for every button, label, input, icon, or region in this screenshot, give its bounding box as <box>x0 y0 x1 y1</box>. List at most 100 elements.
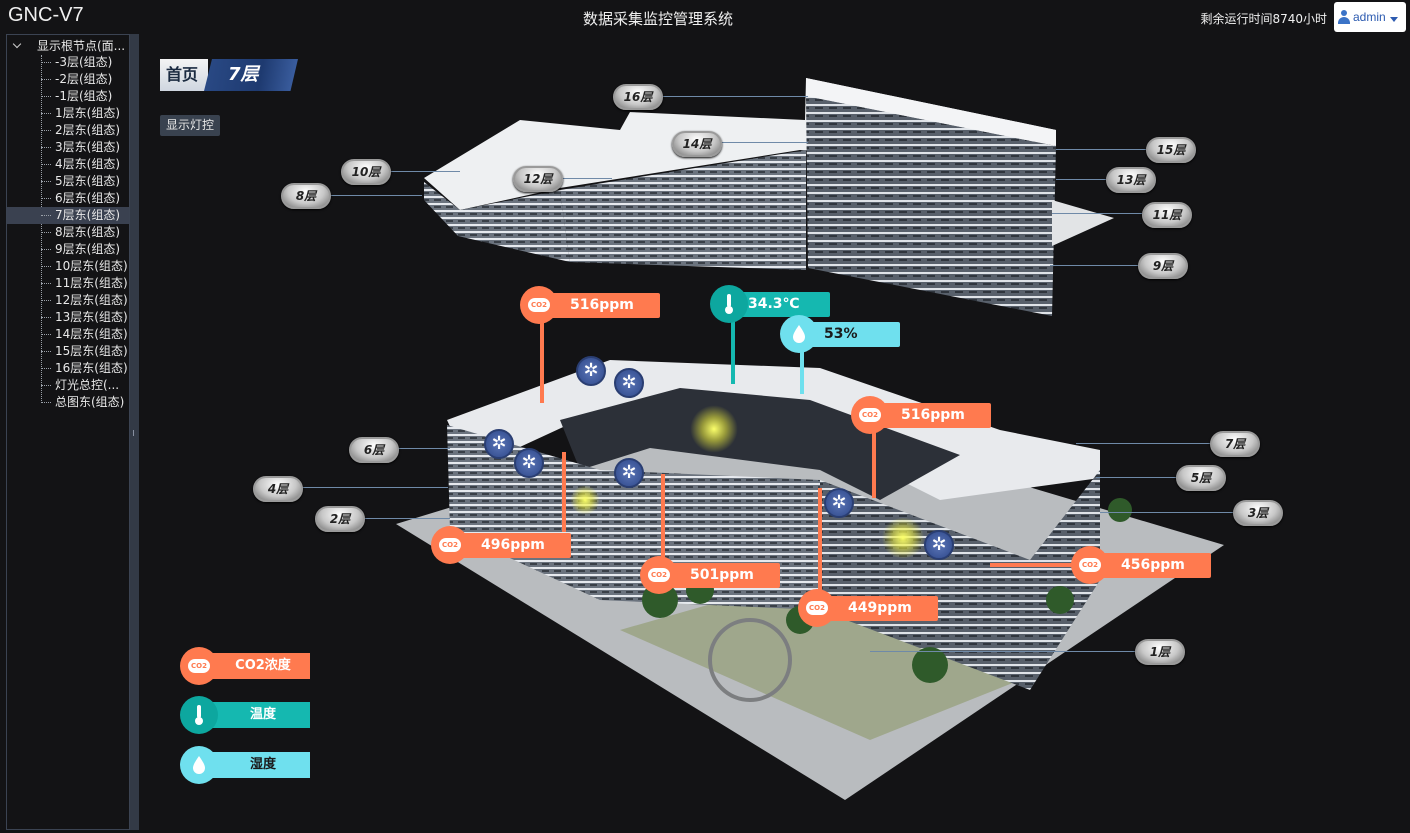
tree-item[interactable]: 4层东(组态) <box>7 156 129 173</box>
humidity-sensor-tag[interactable]: 53% <box>780 315 900 353</box>
sensor-stem <box>818 488 822 592</box>
floor-leader-line <box>390 171 460 172</box>
sensor-stem <box>872 428 876 498</box>
co2-icon: CO2 <box>851 396 889 434</box>
floor-badge-f8[interactable]: 8层 <box>281 183 331 209</box>
sensor-stem <box>800 346 804 394</box>
legend-humidity-label: 湿度 <box>249 757 276 772</box>
sidebar-splitter[interactable] <box>130 34 139 830</box>
floor-leader-line <box>660 96 808 97</box>
tree-item[interactable]: 10层东(组态) <box>7 258 129 275</box>
tree-item[interactable]: 16层东(组态) <box>7 360 129 377</box>
upper-wing <box>1052 200 1114 246</box>
sensor-stem <box>562 452 566 532</box>
tree-item[interactable]: 8层东(组态) <box>7 224 129 241</box>
tree-item[interactable]: -3层(组态) <box>7 54 129 71</box>
co2-sensor-tag[interactable]: CO2 449ppm <box>798 589 938 627</box>
user-menu-button[interactable]: admin <box>1334 2 1406 32</box>
lower-facade-right <box>820 480 1030 690</box>
fan-icon[interactable]: ✲ <box>824 488 854 518</box>
top-header: GNC-V7 数据采集监控管理系统 剩余运行时间8740小时 admin <box>0 0 1410 34</box>
co2-value: 449ppm <box>848 600 912 616</box>
fan-icon[interactable]: ✲ <box>514 448 544 478</box>
thermometer-icon <box>710 285 748 323</box>
tree-item[interactable]: 14层东(组态) <box>7 326 129 343</box>
co2-sensor-tag[interactable]: CO2 456ppm <box>1071 546 1211 584</box>
plaza-circle <box>708 618 792 702</box>
legend-co2-label: CO2浓度 <box>235 658 291 673</box>
tree-item[interactable]: 灯光总控(... <box>7 377 129 394</box>
tree-item[interactable]: 5层东(组态) <box>7 173 129 190</box>
tree-item[interactable]: 9层东(组态) <box>7 241 129 258</box>
app-title: GNC-V7 <box>8 4 84 26</box>
fan-icon[interactable]: ✲ <box>576 356 606 386</box>
tree-item[interactable]: 1层东(组态) <box>7 105 129 122</box>
courtyard <box>560 388 960 500</box>
floor-badge-f7[interactable]: 7层 <box>1210 431 1260 457</box>
lower-facade-east <box>1030 470 1100 690</box>
tree-list: -3层(组态)-2层(组态)-1层(组态)1层东(组态)2层东(组态)3层东(组… <box>7 54 129 411</box>
floor-badge-f4[interactable]: 4层 <box>253 476 303 502</box>
tree-item[interactable]: 12层东(组态) <box>7 292 129 309</box>
floor-badge-f12[interactable]: 12层 <box>513 166 563 192</box>
floor-leader-line <box>1076 443 1210 444</box>
light-indicator[interactable] <box>880 518 926 558</box>
tree-item[interactable]: 11层东(组态) <box>7 275 129 292</box>
user-name: admin <box>1353 10 1386 24</box>
tree-item[interactable]: 7层东(组态) <box>7 207 129 224</box>
floor-leader-line <box>1096 477 1176 478</box>
tree-item[interactable]: 6层东(组态) <box>7 190 129 207</box>
floor-badge-f5[interactable]: 5层 <box>1176 465 1226 491</box>
floor-badge-f3[interactable]: 3层 <box>1233 500 1283 526</box>
sensor-stem <box>990 563 1072 567</box>
floor-badge-f15[interactable]: 15层 <box>1146 137 1196 163</box>
floor-badge-f13[interactable]: 13层 <box>1106 167 1156 193</box>
chevron-down-icon <box>1389 16 1398 22</box>
show-light-control-button[interactable]: 显示灯控 <box>160 115 220 136</box>
floor-badge-f14[interactable]: 14层 <box>672 131 722 157</box>
tree-item[interactable]: 3层东(组态) <box>7 139 129 156</box>
temperature-sensor-tag[interactable]: 34.3℃ <box>710 285 830 323</box>
fan-icon[interactable]: ✲ <box>614 368 644 398</box>
floor-badge-f11[interactable]: 11层 <box>1142 202 1192 228</box>
tree-connector <box>41 55 42 403</box>
floor-leader-line <box>1050 265 1138 266</box>
co2-sensor-tag[interactable]: CO2 516ppm <box>851 396 991 434</box>
light-indicator[interactable] <box>570 485 600 515</box>
tree-item[interactable]: 总图东(组态) <box>7 394 129 411</box>
co2-sensor-tag[interactable]: CO2 501ppm <box>640 556 780 594</box>
tree-item[interactable]: -2层(组态) <box>7 71 129 88</box>
tree-root[interactable]: 显示根节点(面... <box>13 37 125 54</box>
breadcrumb-home[interactable]: 首页 <box>160 59 208 91</box>
co2-icon: CO2 <box>1071 546 1109 584</box>
floor-badge-f2[interactable]: 2层 <box>315 506 365 532</box>
co2-value: 501ppm <box>690 567 754 583</box>
floor-badge-f10[interactable]: 10层 <box>341 159 391 185</box>
co2-sensor-tag[interactable]: CO2 516ppm <box>520 286 660 324</box>
fan-icon[interactable]: ✲ <box>484 429 514 459</box>
fan-icon[interactable]: ✲ <box>924 530 954 560</box>
tree-item[interactable]: -1层(组态) <box>7 88 129 105</box>
remaining-runtime: 剩余运行时间8740小时 <box>1200 12 1327 26</box>
thermometer-icon <box>180 696 218 734</box>
humidity-drop-icon <box>780 315 818 353</box>
sensor-stem <box>661 474 665 558</box>
tree-item[interactable]: 15层东(组态) <box>7 343 129 360</box>
floor-badge-f16[interactable]: 16层 <box>613 84 663 110</box>
upper-facade-left <box>424 182 570 262</box>
floor-badge-f1[interactable]: 1层 <box>1135 639 1185 665</box>
floor-badge-f6[interactable]: 6层 <box>349 437 399 463</box>
floor-badge-f9[interactable]: 9层 <box>1138 253 1188 279</box>
light-indicator[interactable] <box>690 405 738 453</box>
tree-item[interactable]: 2层东(组态) <box>7 122 129 139</box>
co2-sensor-tag[interactable]: CO2 496ppm <box>431 526 571 564</box>
floor-leader-line <box>330 195 422 196</box>
floor-leader-line <box>1056 149 1146 150</box>
upper-tower-front <box>806 96 1056 316</box>
tree-item[interactable]: 13层东(组态) <box>7 309 129 326</box>
co2-value: 456ppm <box>1121 557 1185 573</box>
floor-tree: 显示根节点(面... -3层(组态)-2层(组态)-1层(组态)1层东(组态)2… <box>6 34 130 830</box>
fan-icon[interactable]: ✲ <box>614 458 644 488</box>
legend-temperature: 温度 <box>180 696 310 734</box>
co2-icon: CO2 <box>798 589 836 627</box>
